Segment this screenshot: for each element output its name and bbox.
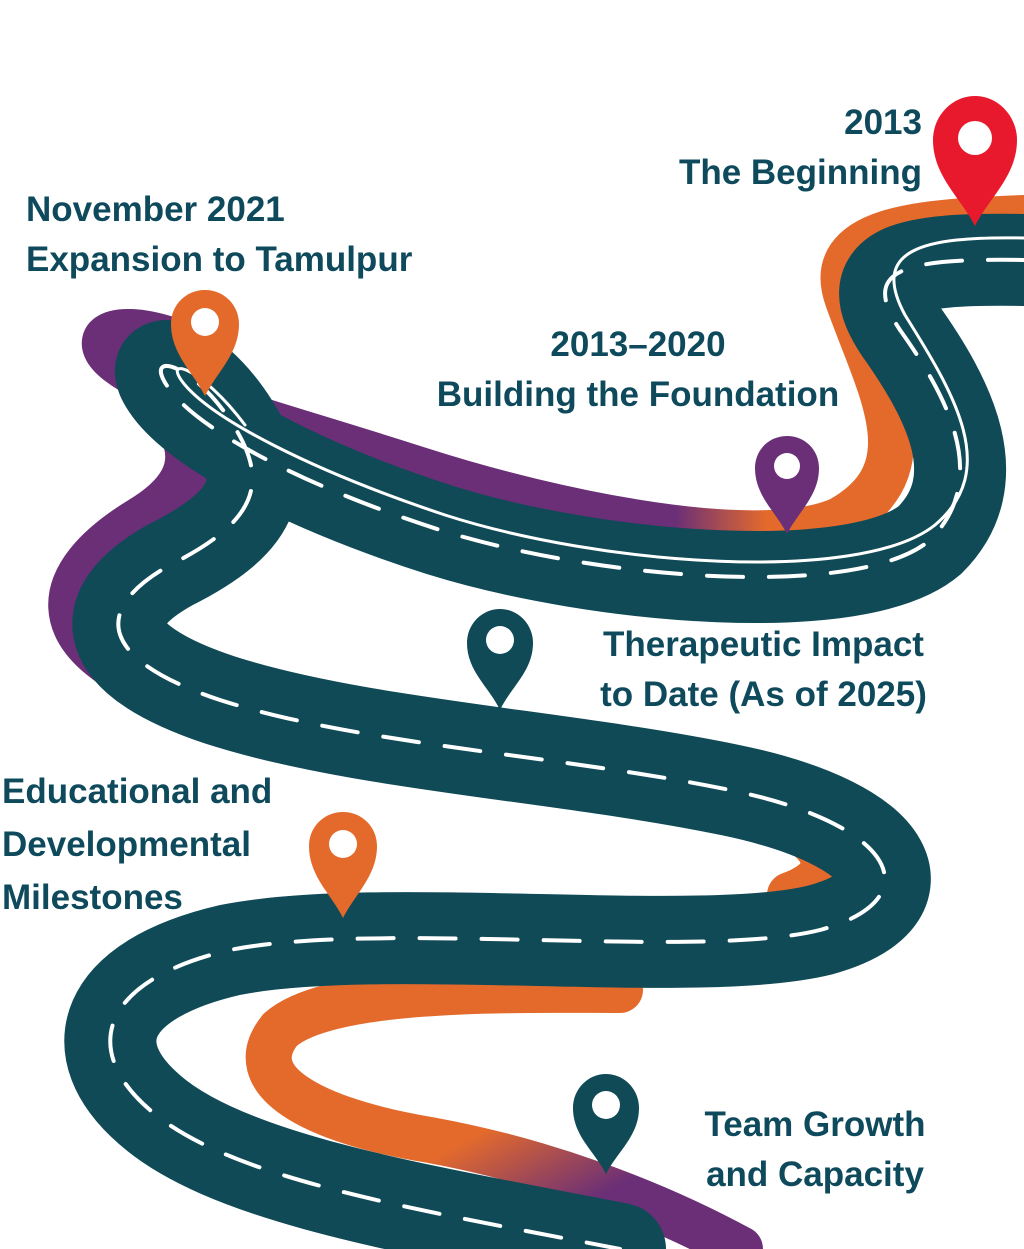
milestone-title: Therapeutic Impact <box>603 625 924 664</box>
milestone-impact-label: Therapeutic Impact to Date (As of 2025) <box>566 620 961 720</box>
milestone-title: Educational and <box>2 772 273 811</box>
milestone-subtitle: Building the Foundation <box>436 375 840 414</box>
milestone-subtitle: to Date (As of 2025) <box>600 675 927 714</box>
milestone-subtitle: and Capacity <box>706 1155 924 1194</box>
milestone-team-label: Team Growth and Capacity <box>680 1100 950 1200</box>
map-pin-orange-icon <box>309 812 377 918</box>
milestone-subtitle: Expansion to Tamulpur <box>26 240 413 279</box>
milestone-education-label: Educational and Developmental Milestones <box>2 765 272 924</box>
map-pin-orange-icon <box>171 290 239 396</box>
road-edge-low <box>245 966 763 1249</box>
map-pin-teal-icon <box>573 1074 639 1174</box>
map-pin-teal-icon <box>467 609 533 710</box>
milestone-2013-label: 2013 The Beginning <box>679 98 922 198</box>
milestone-title: November 2021 <box>26 190 285 229</box>
milestone-subtitle: The Beginning <box>678 153 922 192</box>
map-pin-purple-icon <box>755 436 819 534</box>
milestone-subtitle: Developmental <box>2 825 251 864</box>
road-lane-dashes <box>108 257 1024 1249</box>
milestone-title: Team Growth <box>704 1105 926 1144</box>
road-inner-edge <box>175 236 1024 564</box>
map-pin-red-icon <box>933 96 1017 226</box>
milestone-2021-label: November 2021 Expansion to Tamulpur <box>26 185 412 285</box>
milestone-subtitle-2: Milestones <box>2 878 183 917</box>
milestone-title: 2013–2020 <box>550 325 726 364</box>
milestone-foundation-label: 2013–2020 Building the Foundation <box>413 320 863 420</box>
milestone-title: 2013 <box>844 103 922 142</box>
